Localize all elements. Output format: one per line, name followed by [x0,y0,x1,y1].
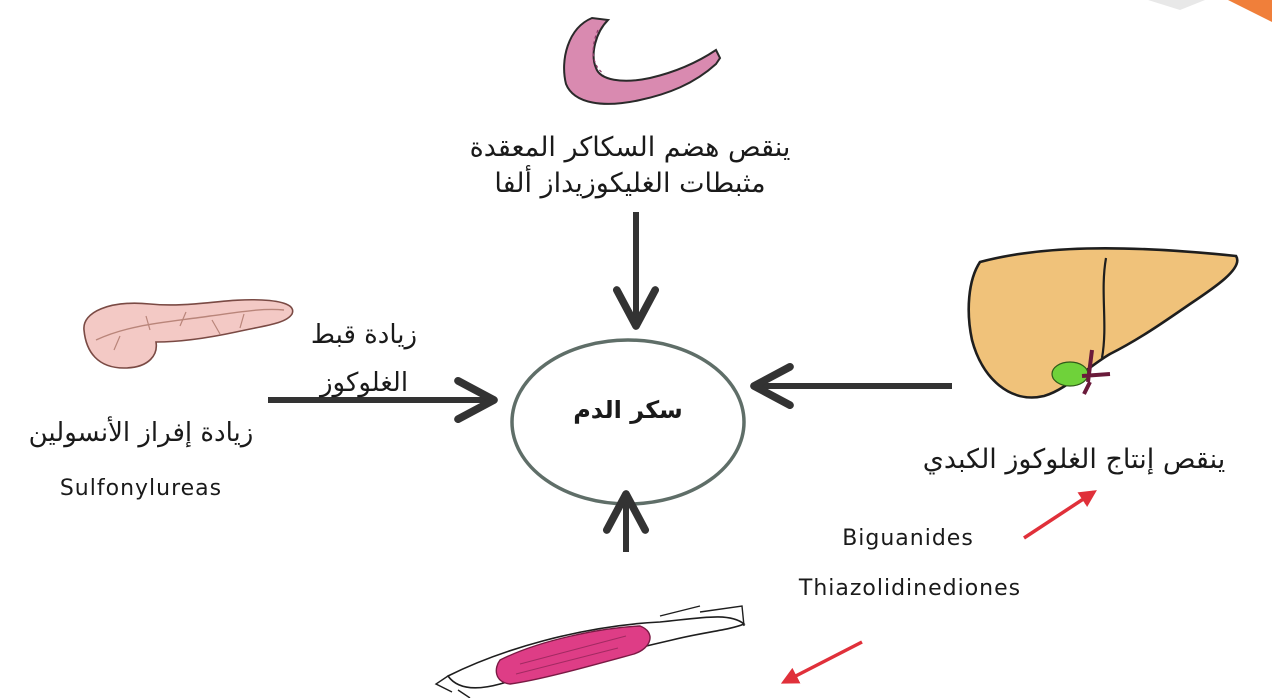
left-arrow-label-1: زيادة قبط [284,320,444,350]
left-arrow-label-2: الغلوكوز [284,368,444,398]
right-effect-text: ينقص إنتاج الغلوكوز الكبدي [880,444,1268,475]
left-drug-text: Sulfonylureas [0,476,282,501]
corner-decoration [1228,0,1272,22]
stomach-icon [564,18,720,104]
top-effect-text: ينقص هضم السكاكر المعقدة [410,132,850,163]
muscle-icon [436,606,744,698]
red-arrow-muscle [784,642,862,682]
corner-decoration-2 [1148,0,1205,10]
biguanides-text: Biguanides [808,526,1008,551]
red-arrow-liver [1024,492,1094,538]
left-effect-text: زيادة إفراز الأنسولين [0,418,282,448]
center-label: سكر الدم [566,396,690,424]
top-drug-text: مثبطات الغليكوزيداز ألفا [410,168,850,199]
liver-icon [969,248,1238,397]
pancreas-icon [84,300,293,368]
thiazolidinediones-text: Thiazolidinediones [756,576,1064,601]
